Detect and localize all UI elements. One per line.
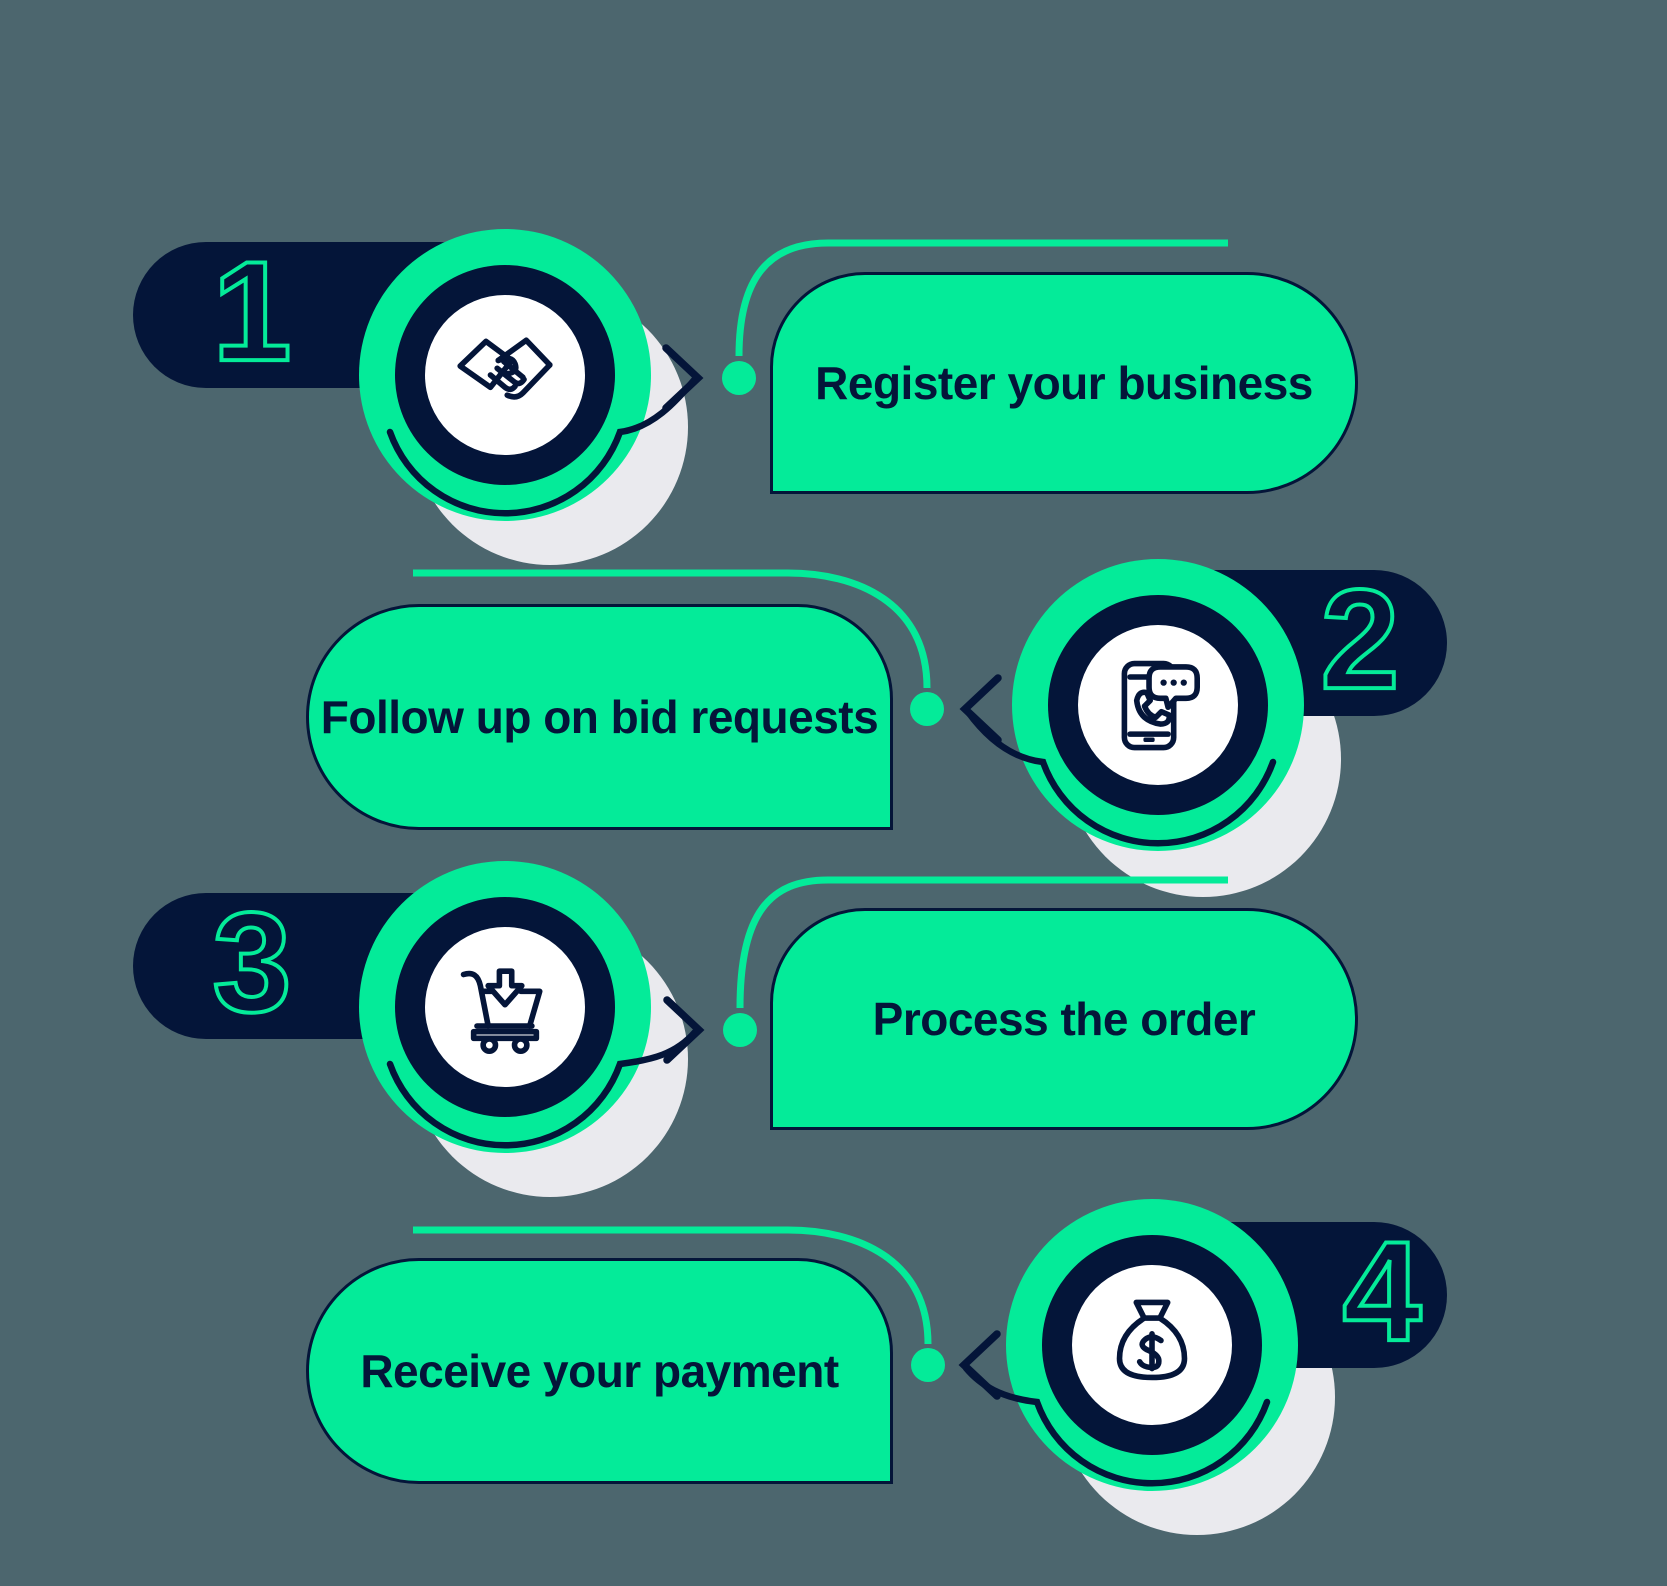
step-2-label: Follow up on bid requests bbox=[320, 691, 879, 743]
connector-dot bbox=[911, 1348, 945, 1382]
step-1-label-box: Register your business bbox=[770, 272, 1358, 494]
connector-line bbox=[736, 876, 1228, 1009]
connector-line bbox=[735, 239, 1228, 357]
step-3-label: Process the order bbox=[872, 993, 1256, 1045]
step-1-arrow-curve bbox=[386, 376, 698, 517]
connector-line bbox=[413, 1226, 932, 1345]
step-2-label-box: Follow up on bid requests bbox=[306, 604, 893, 830]
step-2-number: 2 bbox=[1319, 560, 1402, 720]
step-4-number: 4 bbox=[1341, 1212, 1424, 1372]
connector-dot bbox=[722, 361, 756, 395]
connector-line bbox=[413, 569, 931, 689]
step-1-arrowhead-icon bbox=[662, 344, 704, 412]
connector-dot bbox=[723, 1013, 757, 1047]
money-bag-icon bbox=[1116, 1299, 1188, 1381]
step-4-label-box: Receive your payment bbox=[306, 1258, 893, 1484]
step-3-number: 3 bbox=[211, 883, 294, 1043]
step-4-arrowhead-icon bbox=[958, 1330, 1001, 1400]
step-1-number: 1 bbox=[211, 232, 294, 392]
step-4-arrow-curve bbox=[962, 1364, 1271, 1487]
phone-call-chat-icon bbox=[1121, 660, 1200, 751]
step-2-arrow-curve bbox=[964, 708, 1277, 847]
handshake-icon bbox=[457, 337, 553, 400]
step-3-label-box: Process the order bbox=[770, 908, 1358, 1130]
step-1-label: Register your business bbox=[815, 357, 1313, 409]
step-2-arrowhead-icon bbox=[959, 674, 1002, 744]
step-3-arrowhead-icon bbox=[663, 996, 705, 1064]
step-3-arrow-curve bbox=[386, 1028, 699, 1149]
connector-dot bbox=[910, 692, 944, 726]
cart-order-icon bbox=[460, 968, 543, 1055]
step-4-label: Receive your payment bbox=[360, 1345, 839, 1397]
